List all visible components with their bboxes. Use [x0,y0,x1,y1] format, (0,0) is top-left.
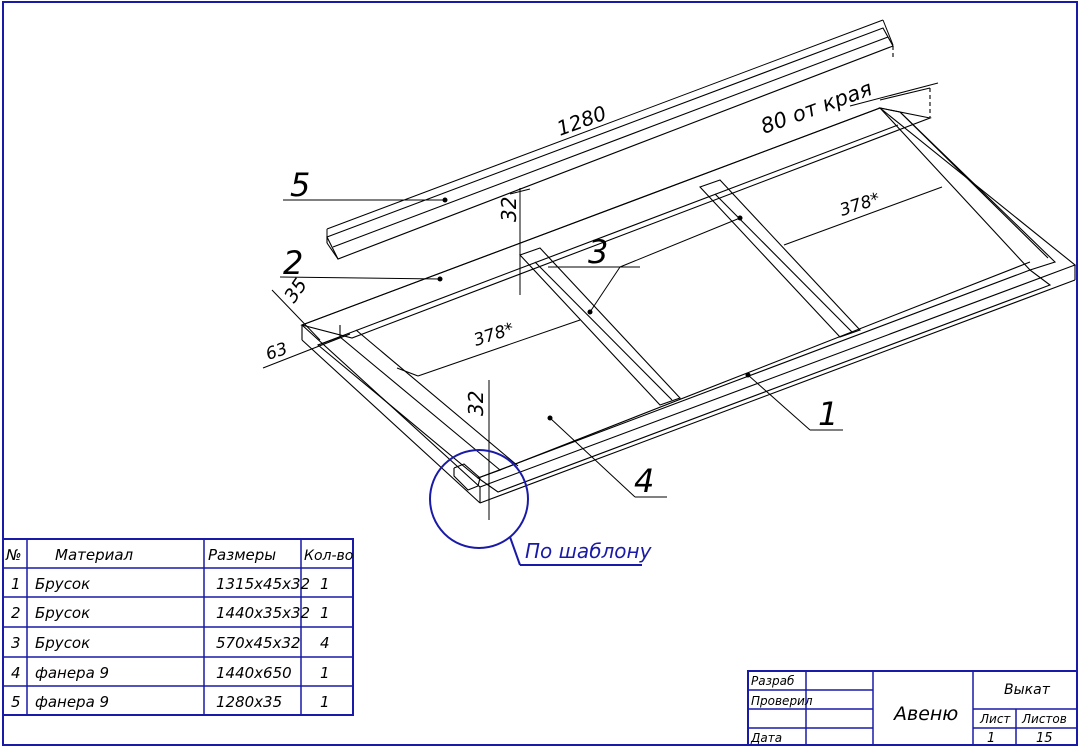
detail-template-callout: По шаблону [429,449,653,566]
svg-text:3: 3 [11,634,21,652]
dimension-32-bottom: 32 [464,380,490,520]
svg-text:Материал: Материал [55,546,134,564]
svg-text:570x45x32: 570x45x32 [216,634,301,652]
template-label: По шаблону [525,539,653,563]
svg-text:1: 1 [320,664,330,682]
tb-sheet-label: Лист [979,712,1011,726]
part-2-back-rail [300,87,932,346]
svg-text:фанера 9: фанера 9 [35,693,109,711]
svg-text:5: 5 [290,166,310,204]
svg-text:1: 1 [320,604,330,622]
dim-32-bottom-label: 32 [464,391,488,416]
svg-text:1: 1 [11,575,21,593]
tb-name: Авеню [892,703,958,725]
dimension-63: 63 [262,333,351,369]
tb-sheets-label: Листов [1021,712,1067,726]
bom-table: № Материал Размеры Кол-во 1 Брусок 1315x… [2,538,354,716]
bom-row: 2 Брусок 1440x35x32 1 [11,604,330,622]
svg-text:1440x35x32: 1440x35x32 [216,604,310,622]
svg-text:2: 2 [283,244,303,282]
dimension-378-left: 378* [396,319,581,377]
svg-text:1: 1 [320,693,330,711]
svg-text:Брусок: Брусок [35,575,90,593]
title-block: Разраб Проверил Дата Авеню Выкат Лист Ли… [747,670,1078,746]
dimension-378-right: 378* [783,186,943,246]
dimension-80-from-edge: 80 от края [758,76,939,139]
svg-text:2: 2 [11,604,21,622]
callout-3: 3 [548,215,743,315]
svg-text:Брусок: Брусок [35,634,90,652]
tb-checked-label: Проверил [751,694,813,708]
svg-text:4: 4 [320,634,330,652]
callout-2: 2 [279,244,443,282]
part-4-plywood [300,107,1077,504]
callout-4: 4 [547,415,667,500]
bom-row: 1 Брусок 1315x45x32 1 [11,575,330,593]
dim-63-label: 63 [263,339,290,365]
callout-5: 5 [283,166,448,204]
tb-developed-label: Разраб [751,674,795,688]
dimension-35: 35 [271,274,321,341]
svg-text:1: 1 [818,395,838,433]
dim-378-right-label: 378* [837,189,882,221]
svg-text:1280x35: 1280x35 [216,693,282,711]
svg-text:4: 4 [634,462,654,500]
svg-text:1315x45x32: 1315x45x32 [216,575,310,593]
svg-text:фанера 9: фанера 9 [35,664,109,682]
svg-text:4: 4 [11,664,21,682]
dim-1280-label: 1280 [554,101,610,141]
dimension-32-top: 32 [497,188,531,295]
tb-doc-name: Выкат [1004,682,1051,698]
tb-date-label: Дата [750,731,782,745]
dim-80-label: 80 от края [758,76,876,138]
bom-row: 5 фанера 9 1280x35 1 [11,693,330,711]
tb-sheets-value: 15 [1036,731,1053,746]
svg-text:1440x650: 1440x650 [216,664,292,682]
dim-32-top-label: 32 [497,197,521,222]
part-1-frame [316,107,1057,493]
callout-1: 1 [745,372,843,433]
svg-text:Кол-во: Кол-во [304,548,353,564]
bom-header-row: № Материал Размеры Кол-во [5,546,353,564]
bom-row: 3 Брусок 570x45x32 4 [11,634,330,652]
tb-sheet-value: 1 [987,731,995,746]
svg-text:1: 1 [320,575,330,593]
svg-text:№: № [5,546,22,564]
bom-row: 4 фанера 9 1440x650 1 [11,664,330,682]
svg-text:5: 5 [11,693,21,711]
dim-378-left-label: 378* [471,319,516,351]
svg-text:3: 3 [588,233,608,271]
svg-text:Размеры: Размеры [208,546,276,564]
part-5-strip [326,27,894,260]
svg-text:Брусок: Брусок [35,604,90,622]
